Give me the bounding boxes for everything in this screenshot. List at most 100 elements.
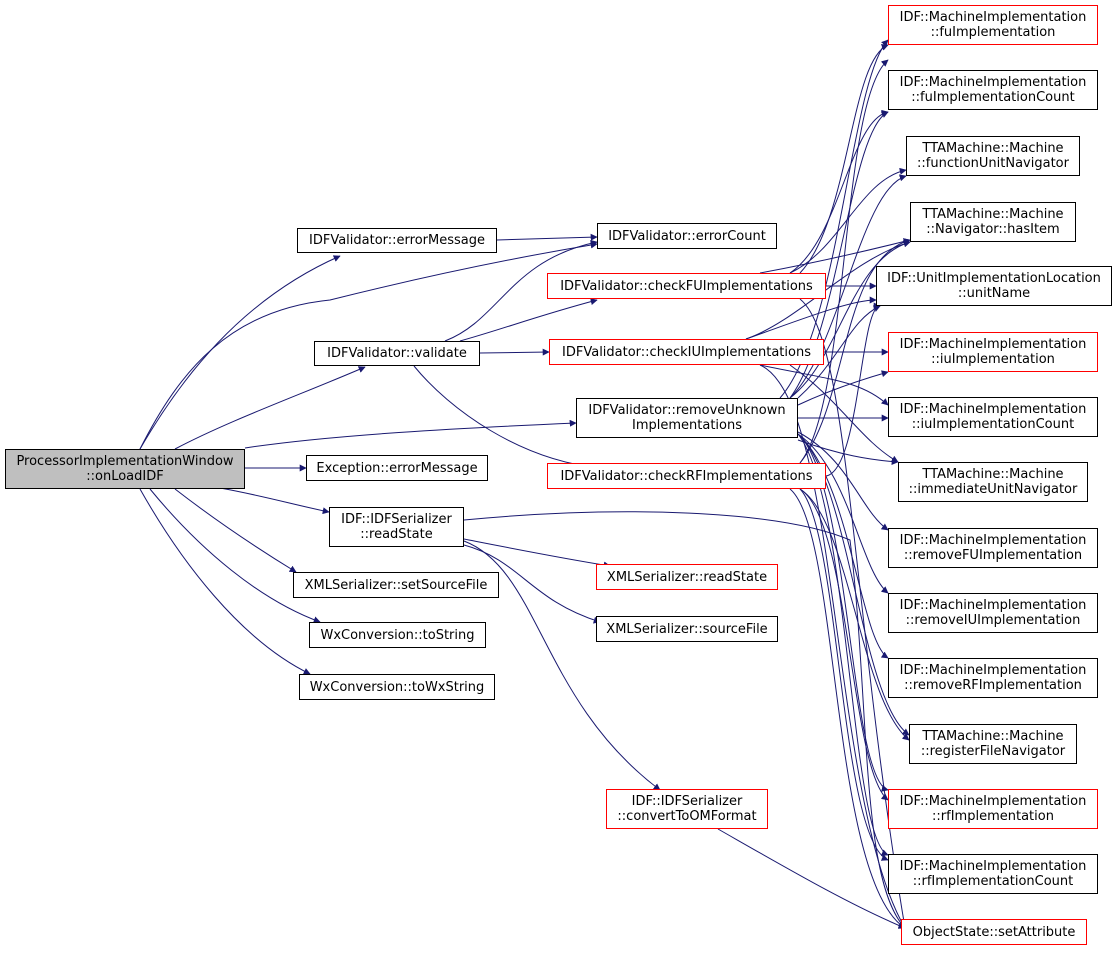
node-idfvalidator-checkrfimplementations[interactable]: IDFValidator::checkRFImplementations bbox=[547, 463, 826, 489]
edge-checkfu-hasitem bbox=[759, 238, 911, 274]
edge-validate-errorcount bbox=[444, 239, 598, 342]
node-label: IDFValidator::checkFUImplementations bbox=[560, 278, 813, 294]
node-label: IDFValidator::checkIUImplementations bbox=[562, 344, 811, 360]
node-label-line1: IDF::MachineImplementation bbox=[899, 337, 1087, 352]
node-xmlserializer-readstate[interactable]: XMLSerializer::readState bbox=[596, 564, 778, 590]
edge-checkfu-fuimpl bbox=[799, 44, 889, 274]
node-label: XMLSerializer::sourceFile bbox=[606, 621, 768, 637]
edge-checkiu-unitname bbox=[745, 296, 877, 340]
node-idfvalidator-errorcount[interactable]: IDFValidator::errorCount bbox=[597, 223, 777, 249]
edge-errormessage-errorcount bbox=[496, 233, 598, 241]
edge-removeunknown-hasitem bbox=[789, 240, 911, 399]
node-label: IDFValidator::validate bbox=[327, 346, 467, 361]
node-machineimplementation-rfimplementation[interactable]: IDF::MachineImplementation ::rfImplement… bbox=[888, 789, 1098, 829]
edge-checkrf-hasitem bbox=[799, 238, 911, 464]
node-machineimplementation-rfimplementationcount[interactable]: IDF::MachineImplementation ::rfImplement… bbox=[888, 854, 1098, 894]
node-label-line1: IDF::MachineImplementation bbox=[899, 533, 1087, 548]
edge-readstate-setattribute bbox=[463, 511, 906, 929]
edge-checkrf-rfimplcount bbox=[799, 488, 889, 861]
node-machine-navigator-hasitem[interactable]: TTAMachine::Machine ::Navigator::hasItem bbox=[910, 202, 1076, 242]
node-idfserializer-converttoomformat[interactable]: IDF::IDFSerializer ::convertToOMFormat bbox=[606, 789, 768, 829]
edge-validate-checkrf bbox=[413, 365, 601, 471]
node-label-line1: IDF::MachineImplementation bbox=[899, 794, 1087, 809]
node-idfvalidator-checkiuimplementations[interactable]: IDFValidator::checkIUImplementations bbox=[549, 339, 824, 365]
node-idfvalidator-removeunknownimplementations[interactable]: IDFValidator::removeUnknown Implementati… bbox=[576, 398, 798, 438]
node-idfvalidator-checkfuimplementations[interactable]: IDFValidator::checkFUImplementations bbox=[547, 273, 826, 299]
node-label: IDFValidator::checkRFImplementations bbox=[560, 468, 813, 484]
node-label-line1: IDF::MachineImplementation bbox=[899, 663, 1087, 678]
edge-root-tostring bbox=[149, 488, 321, 624]
edge-checkrf-unitname bbox=[825, 302, 881, 477]
edge-root-towxstring bbox=[139, 488, 311, 675]
node-label-line1: IDF::UnitImplementationLocation bbox=[887, 271, 1101, 286]
node-label-line2: ::removeRFImplementation bbox=[904, 678, 1082, 693]
node-label-line2: ::removeFUImplementation bbox=[903, 548, 1083, 563]
node-machineimplementation-removerfimplementation[interactable]: IDF::MachineImplementation ::removeRFImp… bbox=[888, 658, 1098, 698]
node-machineimplementation-fuimplementation[interactable]: IDF::MachineImplementation ::fuImplement… bbox=[888, 5, 1098, 45]
node-label-line1: TTAMachine::Machine bbox=[922, 729, 1064, 744]
node-label-line2: ::fuImplementationCount bbox=[911, 90, 1075, 105]
node-wxconversion-tostring[interactable]: WxConversion::toString bbox=[309, 622, 486, 648]
edge-root-errorcount bbox=[139, 241, 598, 450]
node-label: XMLSerializer::setSourceFile bbox=[304, 577, 488, 593]
edge-checkfu-fuimplcount bbox=[789, 109, 889, 274]
node-label: WxConversion::toWxString bbox=[309, 679, 485, 695]
node-xmlserializer-sourcefile[interactable]: XMLSerializer::sourceFile bbox=[596, 616, 778, 642]
node-label: WxConversion::toString bbox=[320, 627, 475, 643]
node-wxconversion-towxstring[interactable]: WxConversion::toWxString bbox=[299, 674, 495, 700]
edge-readstate-sourcefile bbox=[463, 544, 601, 624]
node-exception-errormessage[interactable]: Exception::errorMessage bbox=[306, 455, 488, 481]
node-xmlserializer-setsourcefile[interactable]: XMLSerializer::setSourceFile bbox=[293, 572, 499, 598]
edge-root-removeunknown bbox=[244, 419, 577, 449]
node-label-line1: ProcessorImplementationWindow bbox=[16, 454, 234, 469]
node-idfserializer-readstate[interactable]: IDF::IDFSerializer ::readState bbox=[329, 507, 464, 547]
node-label-line1: IDF::MachineImplementation bbox=[899, 598, 1087, 613]
node-label-line1: IDFValidator::removeUnknown bbox=[588, 403, 786, 418]
edge-root-readstate bbox=[219, 487, 330, 515]
edge-removeunknown-iuimpl bbox=[797, 370, 889, 406]
edge-readstate-xmlreadstate bbox=[463, 538, 611, 569]
node-label-line2: ::unitName bbox=[957, 286, 1031, 301]
edge-checkiu-setattribute bbox=[759, 364, 906, 929]
node-label-line1: IDF::IDFSerializer bbox=[631, 794, 743, 809]
node-machine-functionunitnavigator[interactable]: TTAMachine::Machine ::functionUnitNaviga… bbox=[906, 136, 1080, 176]
edge-validate-checkiu bbox=[479, 348, 550, 356]
node-machineimplementation-removeiuimplementation[interactable]: IDF::MachineImplementation ::removeIUImp… bbox=[888, 593, 1098, 633]
node-unitimplementationlocation-unitname[interactable]: IDF::UnitImplementationLocation ::unitNa… bbox=[876, 266, 1112, 306]
node-label: ObjectState::setAttribute bbox=[912, 924, 1076, 940]
node-machineimplementation-iuimplementationcount[interactable]: IDF::MachineImplementation ::iuImplement… bbox=[888, 397, 1098, 437]
edge-checkrf-setattribute bbox=[789, 488, 906, 929]
edge-checkiu-iuimplcount bbox=[759, 364, 889, 406]
node-machine-registerfilenavigator[interactable]: TTAMachine::Machine ::registerFileNaviga… bbox=[909, 724, 1077, 764]
node-processor-implementation-window-onloadidf: ProcessorImplementationWindow ::onLoadID… bbox=[5, 449, 245, 489]
edge-checkfu-funav bbox=[789, 167, 907, 274]
node-label-line1: IDF::MachineImplementation bbox=[899, 10, 1087, 25]
node-label-line2: ::readState bbox=[360, 527, 433, 542]
node-machineimplementation-iuimplementation[interactable]: IDF::MachineImplementation ::iuImplement… bbox=[888, 332, 1098, 372]
node-idfvalidator-validate[interactable]: IDFValidator::validate bbox=[314, 341, 480, 366]
node-label-line2: ::Navigator::hasItem bbox=[926, 222, 1060, 237]
node-machineimplementation-fuimplementationcount[interactable]: IDF::MachineImplementation ::fuImplement… bbox=[888, 70, 1098, 110]
node-machineimplementation-removefuimplementation[interactable]: IDF::MachineImplementation ::removeFUImp… bbox=[888, 528, 1098, 568]
node-label-line2: ::onLoadIDF bbox=[86, 469, 164, 484]
node-label: IDFValidator::errorMessage bbox=[309, 233, 485, 248]
node-idfvalidator-errormessage[interactable]: IDFValidator::errorMessage bbox=[297, 228, 497, 253]
node-machine-immediateunitnavigator[interactable]: TTAMachine::Machine ::immediateUnitNavig… bbox=[898, 462, 1088, 502]
edge-convert-setattribute bbox=[717, 828, 906, 929]
edge-readstate-convert bbox=[463, 540, 661, 791]
node-label-line1: IDF::MachineImplementation bbox=[899, 75, 1087, 90]
node-label-line1: IDF::MachineImplementation bbox=[899, 859, 1087, 874]
node-objectstate-setattribute[interactable]: ObjectState::setAttribute bbox=[901, 919, 1087, 945]
node-label-line1: TTAMachine::Machine bbox=[922, 141, 1064, 156]
node-label-line2: ::iuImplementationCount bbox=[911, 417, 1075, 432]
node-label: Exception::errorMessage bbox=[316, 460, 478, 476]
edge-root-errormessage bbox=[139, 255, 341, 450]
edge-checkrf-rfimpl bbox=[799, 488, 889, 801]
node-label-line2: ::removeIUImplementation bbox=[905, 613, 1081, 628]
node-label: XMLSerializer::readState bbox=[606, 569, 768, 585]
node-label-line2: ::registerFileNavigator bbox=[920, 744, 1066, 759]
node-label-line2: ::immediateUnitNavigator bbox=[908, 482, 1078, 497]
edge-checkrf-rfnav bbox=[799, 488, 910, 741]
node-label-line2: ::fuImplementation bbox=[930, 25, 1056, 40]
node-label-line1: TTAMachine::Machine bbox=[922, 467, 1064, 482]
